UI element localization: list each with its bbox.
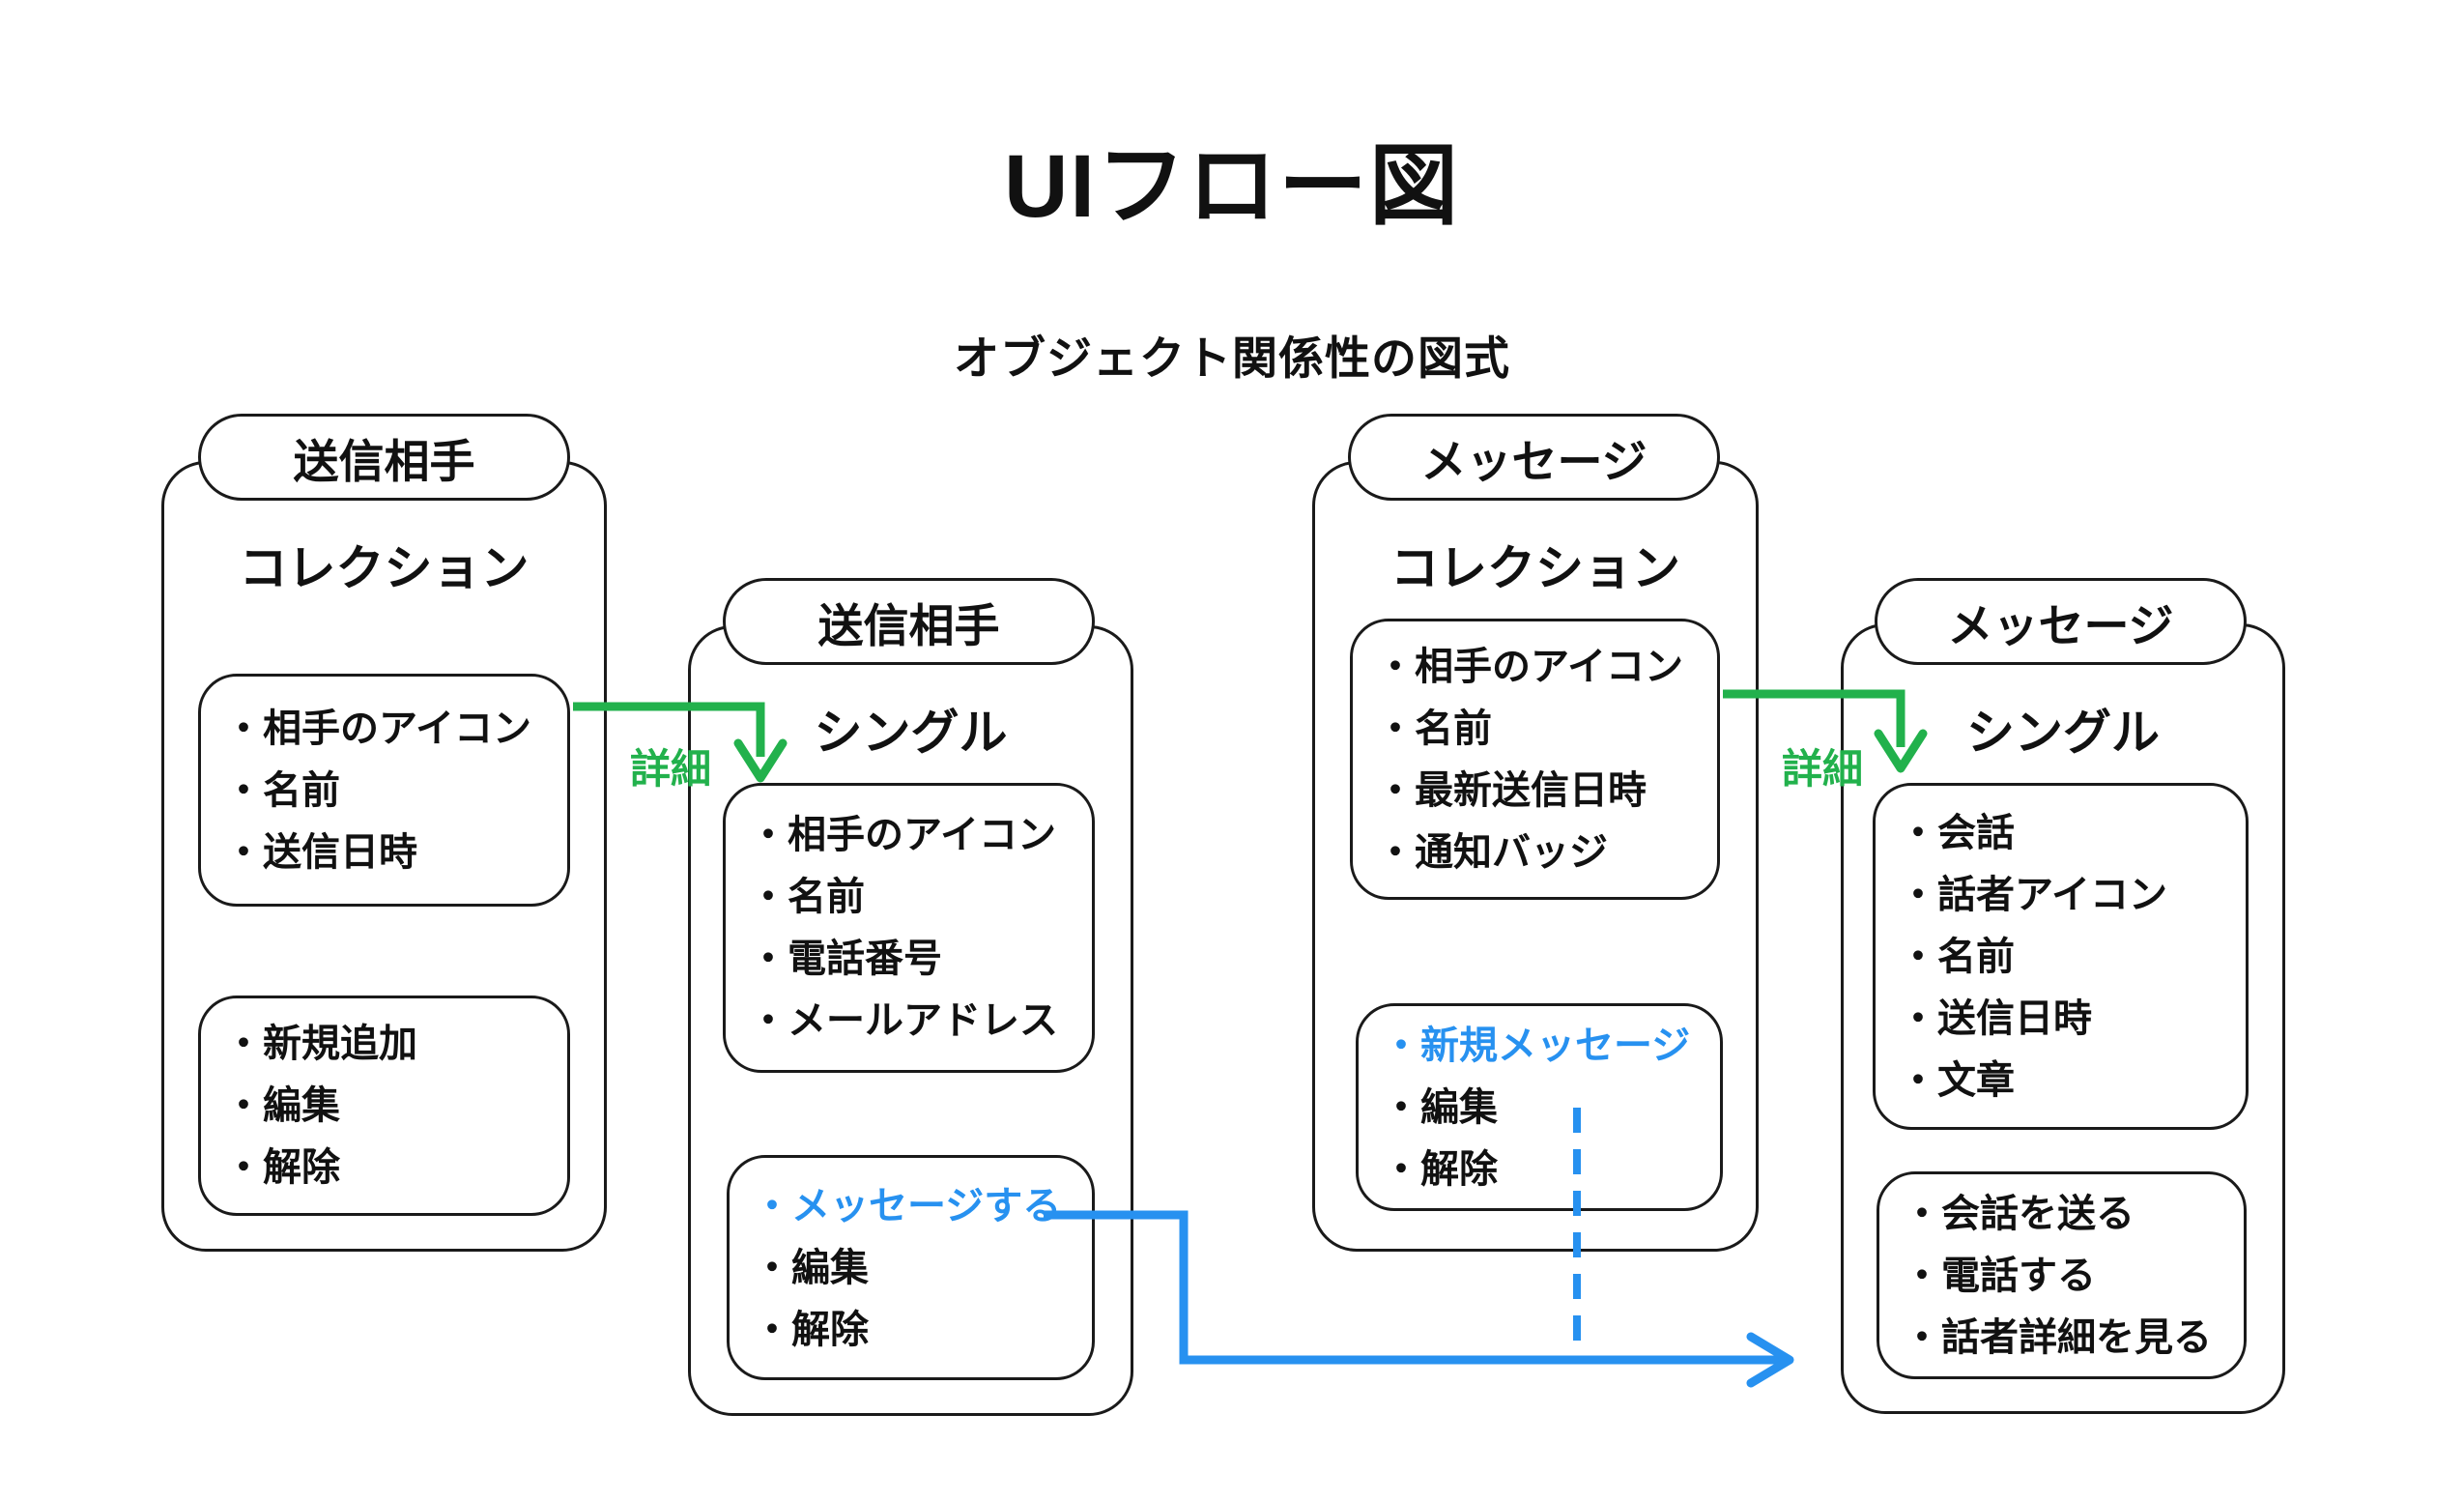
field-list: ・相手のアイコン ・名前 ・最新送信日時 ・通知バッジ (1353, 636, 1717, 883)
message-collection-actions-box: ・新規メッセージ ・編集 ・解除 (1356, 1003, 1723, 1211)
field-item: ・最新送信日時 (1376, 768, 1647, 812)
field-item: ・相手のアイコン (749, 814, 1056, 856)
recipient-collection-pill: 送信相手 (198, 414, 570, 501)
action-item: ・編集 (224, 1084, 340, 1127)
message-action-link[interactable]: ・メッセージする (753, 1184, 1062, 1227)
field-item: ・送信日時 (224, 830, 417, 874)
field-item: ・通知バッジ (1376, 830, 1608, 874)
field-item: ・メールアドレス (749, 999, 1058, 1042)
new-message-action-link[interactable]: ・新規メッセージ (1382, 1024, 1691, 1067)
pill-label: メッセージ (1947, 599, 2174, 651)
recipient-collection-actions-box: ・新規追加 ・編集 ・解除 (198, 996, 570, 1216)
detail-label-right: 詳細 (1782, 746, 1864, 792)
field-item: ・会話 (1899, 811, 2015, 854)
recipient-single-actions-box: ・メッセージする ・編集 ・解除 (727, 1155, 1095, 1380)
field-item: ・名前 (1376, 707, 1492, 750)
action-item: ・編集 (1382, 1085, 1498, 1129)
action-list: ・会話を送る ・電話する ・話者詳細を見る (1879, 1183, 2244, 1369)
action-list: ・新規メッセージ ・編集 ・解除 (1359, 1015, 1720, 1200)
action-item: ・編集 (753, 1246, 869, 1289)
field-item: ・話者アイコン (1899, 873, 2167, 916)
pill-label: 送信相手 (817, 599, 1000, 651)
field-item: ・電話番号 (749, 938, 942, 980)
recipient-collection-fields-box: ・相手のアイコン ・名前 ・送信日時 (198, 674, 570, 907)
field-item: ・送信日時 (1899, 996, 2092, 1040)
field-item: ・名前 (749, 876, 865, 918)
message-collection-fields-box: ・相手のアイコン ・名前 ・最新送信日時 ・通知バッジ (1350, 619, 1720, 900)
action-item: ・電話する (1903, 1254, 2096, 1297)
recipient-collection-variant-label: コレクション (239, 541, 530, 595)
recipient-single-pill: 送信相手 (723, 578, 1095, 665)
page-title: UIフロー図 (1003, 137, 1460, 236)
message-single-fields-box: ・会話 ・話者アイコン ・名前 ・送信日時 ・文章 (1873, 783, 2249, 1130)
action-list: ・メッセージする ・編集 ・解除 (730, 1175, 1092, 1361)
field-item: ・名前 (224, 768, 340, 812)
message-collection-pill: メッセージ (1348, 414, 1720, 501)
pill-label: メッセージ (1420, 435, 1647, 487)
page-subtitle: オブジェクト関係性の図式 (954, 332, 1510, 384)
action-item: ・新規追加 (224, 1023, 417, 1065)
pill-label: 送信相手 (293, 435, 475, 487)
message-single-actions-box: ・会話を送る ・電話する ・話者詳細を見る (1877, 1171, 2247, 1379)
message-collection-variant-label: コレクション (1390, 541, 1680, 595)
recipient-single-fields-box: ・相手のアイコン ・名前 ・電話番号 ・メールアドレス (723, 783, 1095, 1073)
action-list: ・新規追加 ・編集 ・解除 (201, 1013, 567, 1198)
field-item: ・相手のアイコン (1376, 645, 1683, 688)
field-list: ・相手のアイコン ・名前 ・送信日時 (201, 698, 567, 883)
message-flow-arrowhead (1746, 1332, 1794, 1388)
field-item: ・文章 (1899, 1058, 2015, 1102)
message-single-variant-label: シングル (1966, 706, 2160, 760)
field-list: ・相手のアイコン ・名前 ・電話番号 ・メールアドレス (726, 804, 1092, 1052)
action-item: ・話者詳細を見る (1903, 1315, 2212, 1359)
field-item: ・名前 (1899, 935, 2015, 978)
action-item: ・解除 (224, 1146, 340, 1189)
field-list: ・会話 ・話者アイコン ・名前 ・送信日時 ・文章 (1876, 802, 2246, 1111)
action-item: ・解除 (753, 1308, 869, 1351)
recipient-single-variant-label: シングル (814, 706, 1008, 760)
action-item: ・会話を送る (1903, 1192, 2135, 1235)
field-item: ・相手のアイコン (224, 707, 531, 750)
detail-label-left: 詳細 (630, 746, 712, 792)
message-single-pill: メッセージ (1875, 578, 2247, 665)
action-item: ・解除 (1382, 1147, 1498, 1191)
